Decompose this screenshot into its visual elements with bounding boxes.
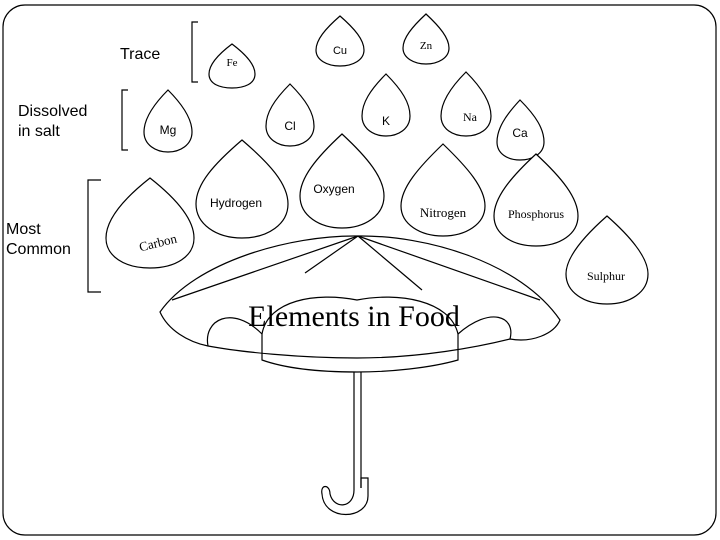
umbrella-rib [357,235,541,301]
element-oxygen: Oxygen [313,182,354,196]
raindrop-icon: Mg [143,89,193,153]
raindrop-icon: Ca [496,99,545,161]
umbrella-panel [261,296,459,335]
umbrella-icon [159,235,561,516]
element-mg: Mg [160,123,177,137]
label-in-salt: in salt [18,123,60,140]
umbrella-panel [457,316,512,340]
label-dissolved: Dissolved [18,103,87,120]
element-nitrogen: Nitrogen [420,205,467,220]
umbrella-rib [171,235,359,301]
umbrella-canopy [159,235,561,359]
raindrop-icon: Na [440,71,492,137]
element-cl: Cl [284,119,295,133]
salt-bracket [121,89,128,151]
raindrop-icon: K [361,73,411,137]
raindrop-icon: Nitrogen [400,143,486,237]
label-trace: Trace [120,46,160,63]
raindrop-icon: Phosphorus [493,153,579,247]
raindrop-icon: Fe [208,43,256,89]
raindrop-icon: Sulphur [565,215,649,305]
element-ca: Ca [512,126,528,140]
raindrop-icon: Oxygen [299,133,385,229]
umbrella-rib [357,235,423,291]
raindrop-icon: Zn [402,13,450,65]
trace-bracket [191,21,198,83]
diagram-title: Elements in Food [248,300,460,333]
element-sulphur: Sulphur [587,269,625,283]
element-na: Na [463,110,478,124]
element-k: K [382,114,390,128]
umbrella-panel [261,334,459,373]
umbrella-handle [321,477,369,516]
umbrella-rib [304,235,359,274]
element-cu: Cu [333,45,347,57]
element-hydrogen: Hydrogen [210,196,262,210]
umbrella-shaft [353,372,362,490]
frame-border [2,4,717,536]
element-fe: Fe [227,57,238,69]
element-zn: Zn [420,40,433,52]
raindrop-icon: Cu [315,15,365,67]
umbrella-panel [206,317,263,347]
element-phosphorus: Phosphorus [508,207,564,221]
umbrella-handle [329,489,355,506]
label-common: Common [6,241,71,258]
raindrop-icon: Cl [265,83,315,147]
raindrop-icon: Carbon [105,177,195,269]
common-bracket [87,179,101,293]
raindrop-icon: Hydrogen [195,139,289,239]
label-most: Most [6,221,41,238]
